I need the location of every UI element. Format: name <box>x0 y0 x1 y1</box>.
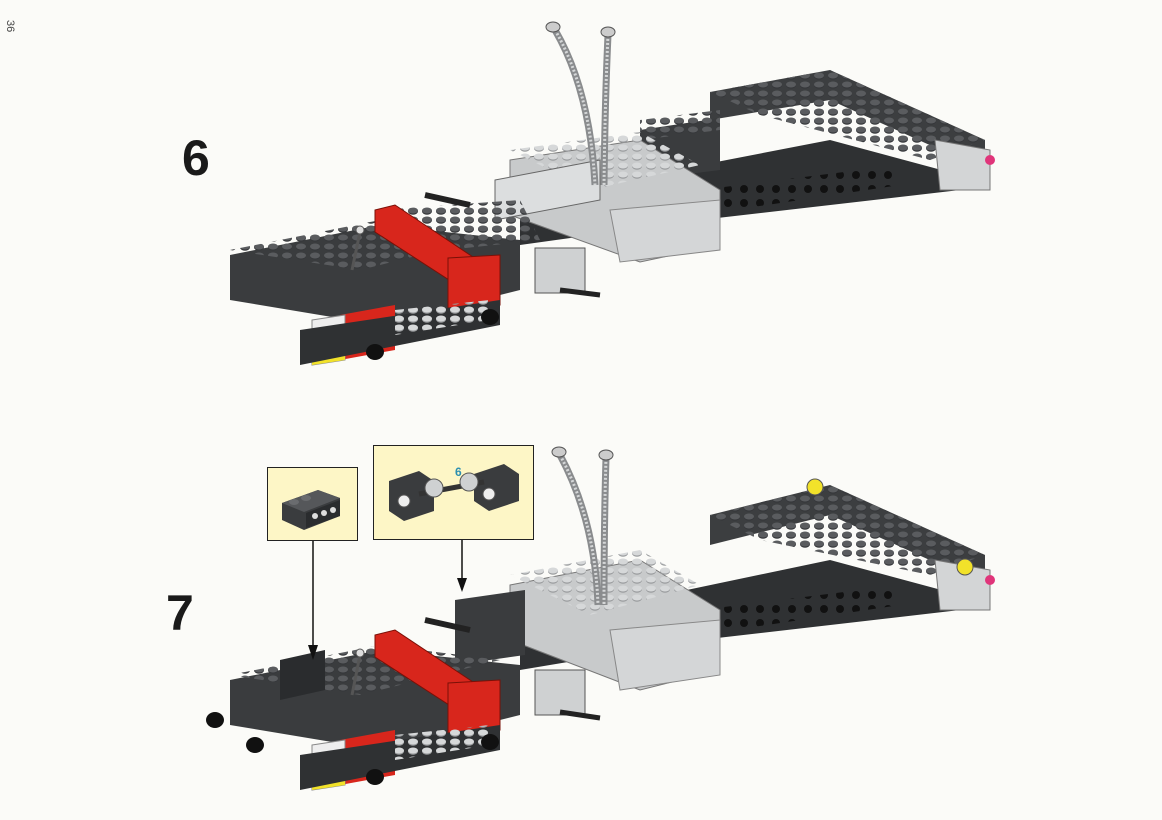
step-number-6: 6 <box>182 130 210 186</box>
axle-gear-assembly-icon <box>389 464 519 521</box>
step-number-7: 7 <box>166 585 194 641</box>
callout-part-b: 6 <box>373 445 534 540</box>
callout-part-count: 6 <box>455 465 462 479</box>
panel-brick-icon <box>282 490 340 530</box>
step-6-chassis <box>230 21 995 366</box>
callout-part-a <box>267 467 358 541</box>
step-7-chassis <box>206 446 995 791</box>
